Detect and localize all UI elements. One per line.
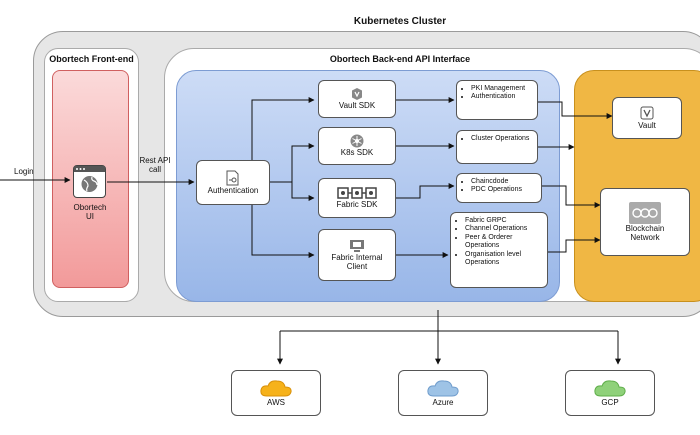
cloud-icon: [260, 380, 292, 397]
azure-cloud-box: Azure: [398, 370, 488, 416]
vault-sdk-box: Vault SDK: [318, 80, 396, 118]
aws-cloud-box: AWS: [231, 370, 321, 416]
fabric-sdk-box: Fabric SDK: [318, 178, 396, 218]
vault-icon: [640, 106, 654, 120]
pki-operations-note: PKI Management Authentication: [456, 80, 538, 120]
login-label: Login: [14, 167, 34, 176]
kubernetes-icon: [350, 134, 364, 148]
cluster-operations-note: Cluster Operations: [456, 130, 538, 164]
chaincode-operations-note: Chaincdode PDC Operations: [456, 173, 542, 203]
browser-globe-icon: [74, 166, 105, 192]
chain-blocks-icon: [337, 187, 377, 199]
blockchain-icon: [629, 201, 661, 224]
backend-title: Obortech Back-end API Interface: [329, 54, 471, 64]
authentication-box: Authentication: [196, 160, 270, 205]
document-key-icon: [226, 170, 239, 186]
cluster-title: Kubernetes Cluster: [353, 16, 447, 27]
obortech-ui-box: [73, 165, 106, 198]
cloud-icon: [594, 380, 626, 397]
gcp-cloud-box: GCP: [565, 370, 655, 416]
vault-service-box: Vault: [612, 97, 682, 139]
frontend-title: Obortech Front-end: [49, 54, 134, 64]
client-monitor-icon: [350, 239, 364, 252]
rest-api-label: Rest API call: [139, 156, 171, 175]
fabric-operations-note: Fabric GRPC Channel Operations Peer & Or…: [450, 212, 548, 288]
vault-icon: [352, 88, 362, 101]
obortech-ui-label: Obortech UI: [73, 203, 107, 222]
k8s-sdk-box: K8s SDK: [318, 127, 396, 165]
fabric-internal-client-box: Fabric Internal Client: [318, 229, 396, 281]
cloud-icon: [427, 380, 459, 397]
blockchain-network-box: Blockchain Network: [600, 188, 690, 256]
